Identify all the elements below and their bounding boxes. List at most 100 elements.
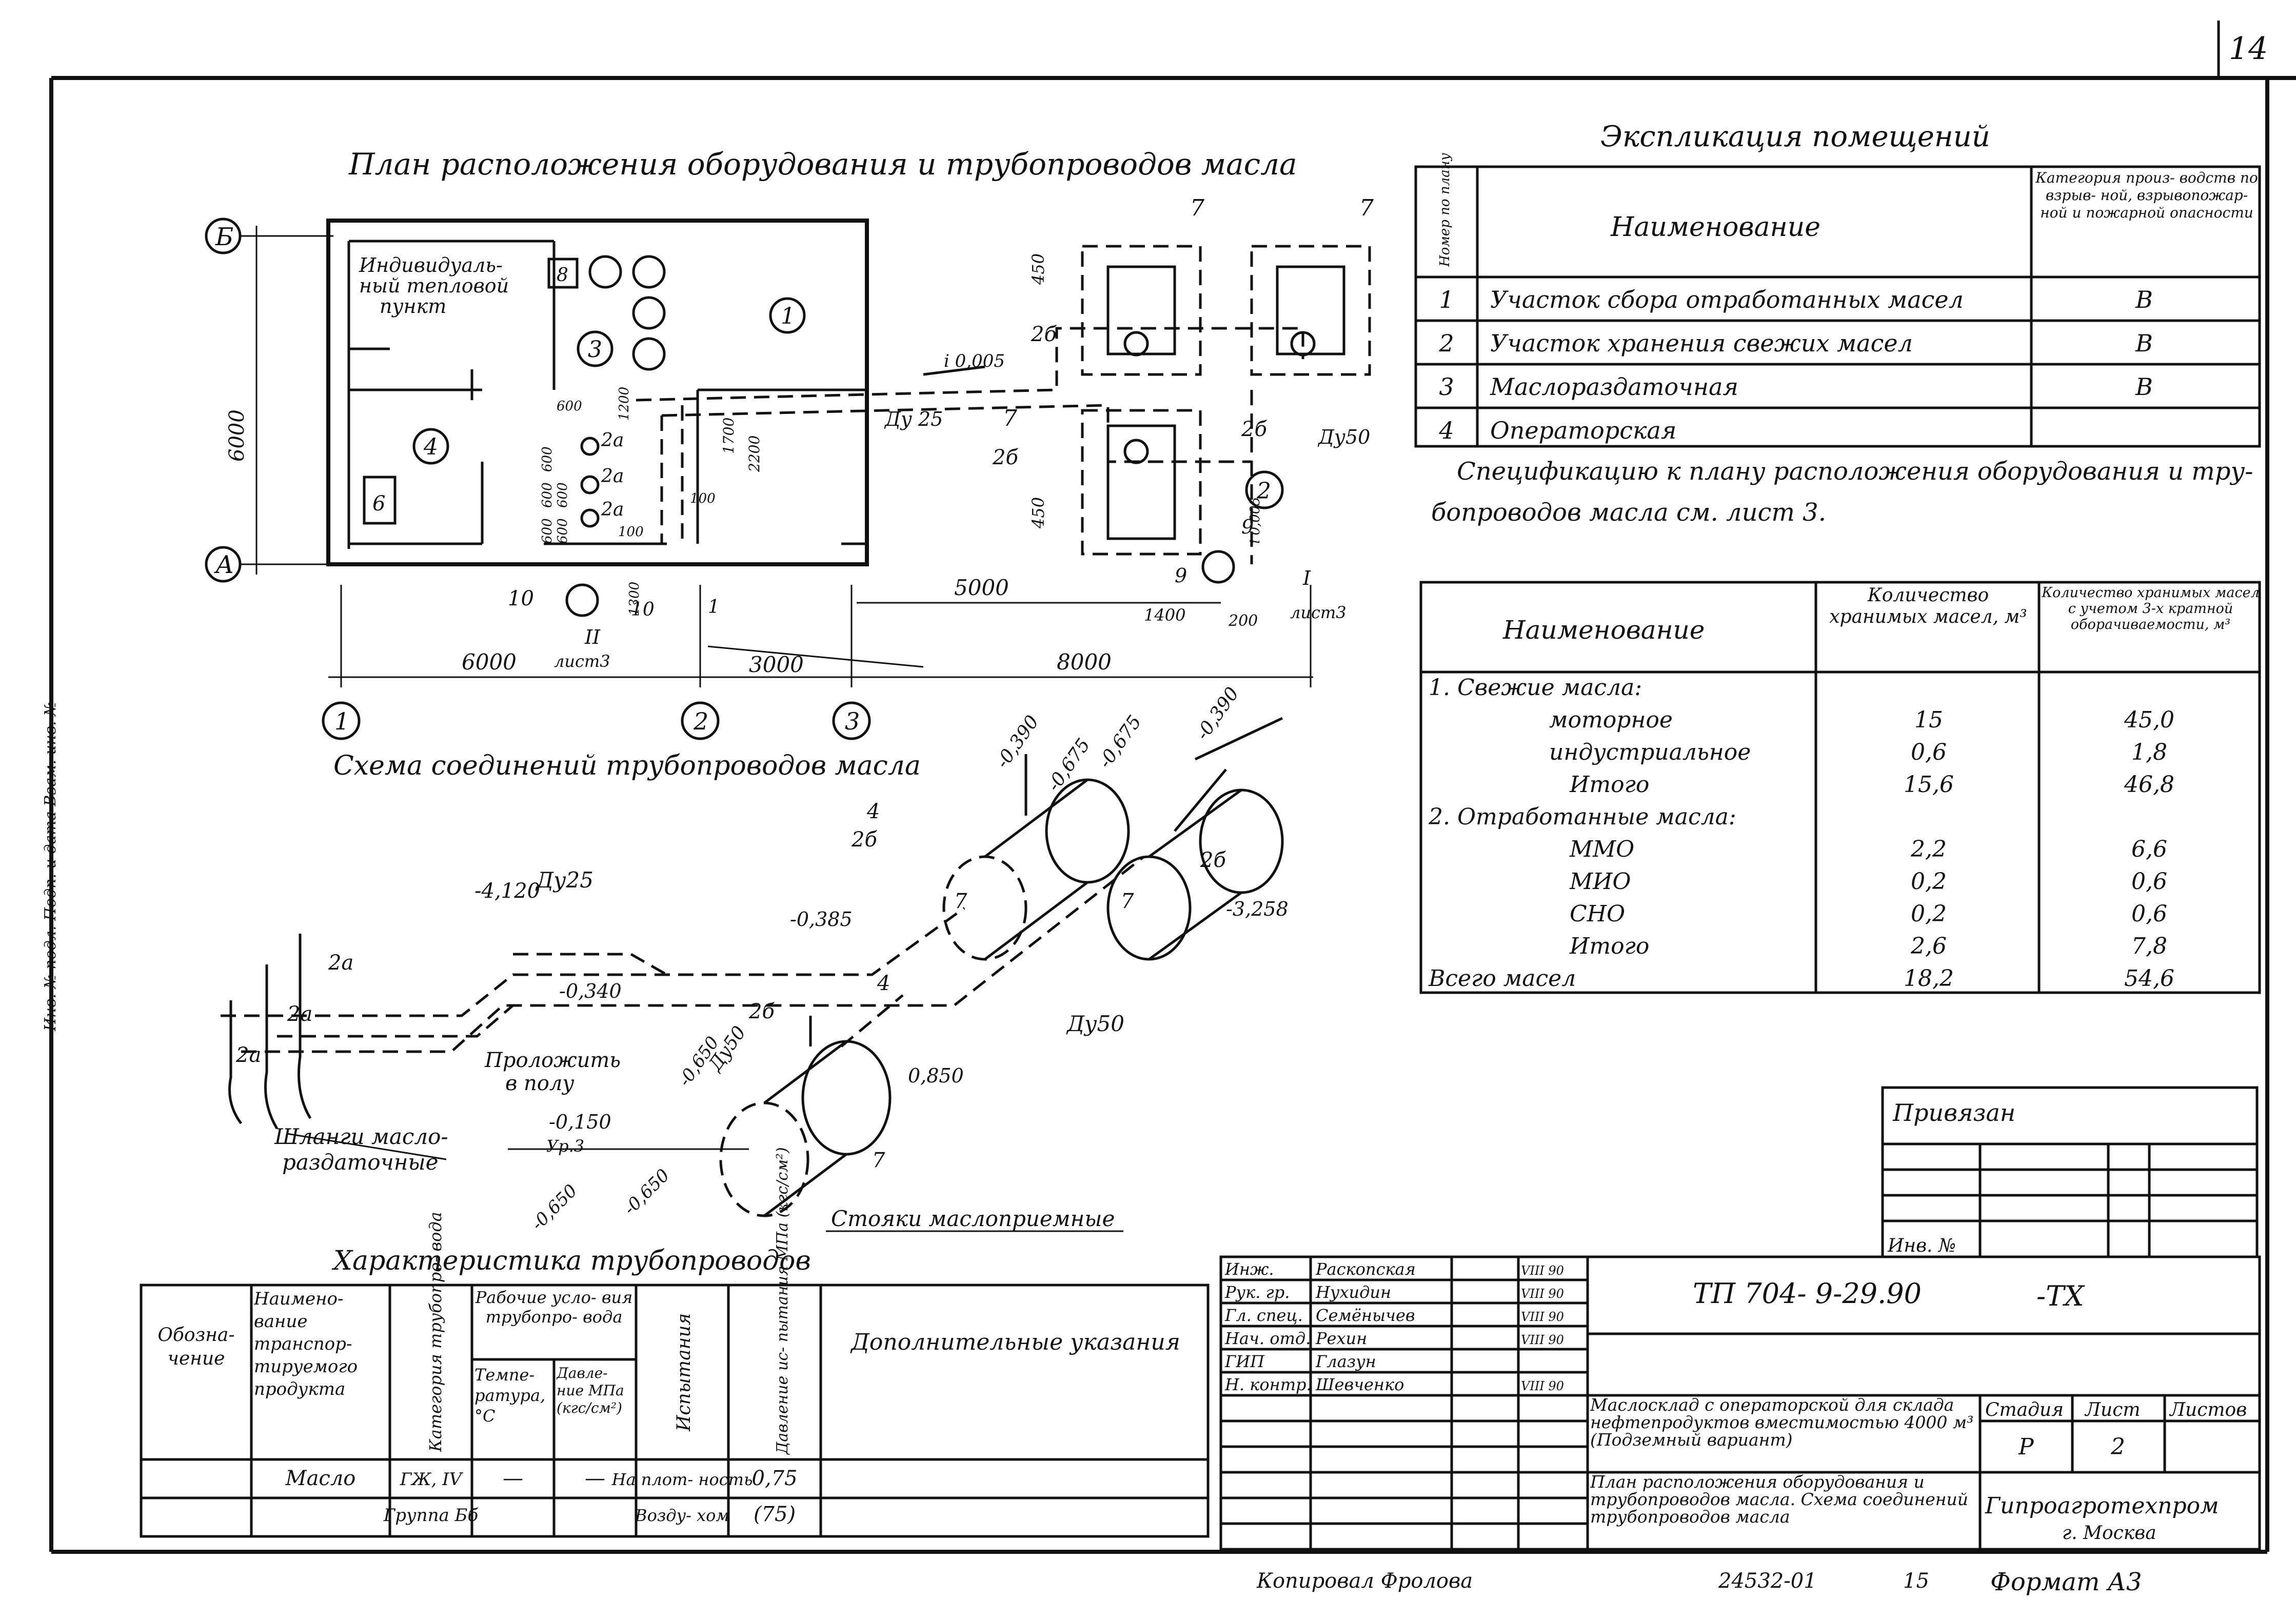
axis-a-bubble: [205, 546, 242, 583]
oil-row-qty3: 0,6: [2131, 901, 2167, 927]
equipment-8: [547, 258, 579, 289]
label-4: 4: [866, 800, 880, 823]
dim-600: 600: [540, 518, 555, 544]
label-2b: 2б: [992, 446, 1018, 469]
pipes-header-test: Испытания: [674, 1313, 695, 1432]
lay-label-2: в полу: [505, 1072, 575, 1095]
du50-label: Ду50: [1317, 426, 1370, 448]
exp-row-category: В: [2135, 329, 2153, 357]
label-I: I: [1302, 567, 1311, 589]
stamp-name: Раскопская: [1315, 1259, 1416, 1279]
label-4: 4: [877, 972, 890, 995]
room-3-label: 3: [588, 337, 602, 363]
stamp-date: VIII 90: [1521, 1379, 1564, 1393]
exp-header-name: Наименование: [1610, 212, 1820, 243]
oil-row-name: Итого: [1569, 933, 1649, 959]
label-2a: 2а: [328, 951, 353, 975]
drain-well: [1201, 550, 1235, 584]
axis-a-label: А: [214, 550, 234, 579]
axis-3-label: 3: [845, 707, 860, 735]
doc-code: ТП 704- 9-29.90: [1693, 1277, 1922, 1310]
stamp-date: VIII 90: [1521, 1287, 1564, 1301]
building-outline: [326, 219, 869, 566]
oil-row-qty: 2,2: [1910, 836, 1947, 862]
tank-body: [1276, 265, 1345, 356]
oil-row-qty: 0,6: [1911, 739, 1947, 765]
dim-450: 450: [1028, 497, 1048, 529]
slope-label: i 0,005: [1248, 497, 1263, 544]
dispenser-post: [580, 475, 600, 495]
tank-circle: [632, 255, 666, 289]
oil-row-name: СНО: [1570, 901, 1625, 927]
pipe-iso: [221, 906, 965, 1017]
axis-2-bubble: [681, 701, 720, 740]
sheets-header: Листов: [2169, 1399, 2247, 1420]
exp-row-name: Маслораздаточная: [1490, 373, 1738, 401]
exp-header-num: Номер по плану: [1437, 153, 1453, 267]
label-2b: 2б: [1031, 323, 1057, 346]
hose: [228, 1000, 243, 1124]
elev-0390: -0,390: [992, 712, 1043, 772]
hose-label-2: раздаточные: [282, 1150, 438, 1175]
axis-1-label: 1: [334, 707, 349, 735]
pipe-row-test: Возду- хом: [635, 1506, 729, 1525]
room-8-label: 8: [557, 265, 568, 286]
tank-body: [1106, 265, 1176, 356]
pipe-iso: [277, 1004, 514, 1038]
label-7: 7: [872, 1149, 885, 1172]
oil-row-name: моторное: [1549, 707, 1673, 733]
stamp-name: Рехин: [1315, 1329, 1367, 1348]
oil-row-qty3: 46,8: [2124, 772, 2174, 798]
tank-cylinder: [719, 1040, 892, 1217]
elev-0850: 0,850: [908, 1064, 964, 1087]
pipe-row-product: Масло: [285, 1467, 356, 1490]
dim-1200: 1200: [617, 387, 632, 421]
margin-stamp: Инв. № подл. Подп. и дата Взам. инв. №: [42, 702, 60, 1032]
sheet-format: Формат А3: [1990, 1568, 2142, 1596]
tank-pit: [1081, 245, 1202, 376]
exp-row-num: 3: [1439, 373, 1454, 401]
oil-header-qty: Количество хранимых масел, м³: [1829, 585, 2027, 627]
label-1: 1: [708, 597, 720, 618]
du25-label: Ду 25: [884, 408, 943, 430]
dim-600: 600: [557, 399, 582, 414]
spec-note-2: бопроводов масла см. лист 3.: [1431, 498, 1826, 527]
drain-well: [565, 583, 599, 617]
axis-3-bubble: [832, 701, 871, 740]
oil-table: Наименование Количество хранимых масел, …: [1419, 581, 2261, 994]
sheet-frame: 1 4 Инв. № подл. Подп. и дата Взам. инв. …: [42, 21, 2296, 1554]
room-6-label: 6: [372, 492, 385, 516]
pipe-row-temp: —: [503, 1467, 523, 1490]
label-7: 7: [1190, 195, 1204, 221]
stamp-role: Гл. спец.: [1224, 1306, 1303, 1325]
sheet-ref: лист3: [1290, 603, 1347, 622]
elev-0150: -0,150: [549, 1111, 611, 1133]
dim-1400: 1400: [1144, 605, 1185, 625]
dim-600: 600: [555, 518, 570, 544]
label-2b: 2б: [1241, 418, 1267, 441]
pipe-row-pressure: —: [585, 1467, 605, 1490]
org-name: Гипроагротехпром: [1985, 1493, 2219, 1519]
pipes-header-temp: Темпе- ратура, °С: [474, 1365, 546, 1426]
room-1-bubble: [769, 297, 806, 334]
tank-body: [1106, 424, 1176, 540]
oil-row-name: МИО: [1569, 868, 1631, 895]
label-10: 10: [631, 599, 655, 620]
oil-header-qty3: Количество хранимых масел с учетом 3-х к…: [2042, 585, 2260, 633]
pipes-header-desig: Обозна- чение: [157, 1325, 235, 1369]
room-4-label: 4: [423, 434, 438, 460]
label-9: 9: [1175, 564, 1187, 587]
oil-row-name: ММО: [1569, 836, 1634, 862]
object-name: Маслосклад с операторской для склада неф…: [1590, 1396, 1974, 1450]
stamp-name: Нухидин: [1315, 1282, 1391, 1302]
tank-circle: [588, 255, 622, 289]
oil-row-qty: 15: [1914, 707, 1943, 733]
pipe-row-category: ГЖ, IV: [400, 1469, 464, 1490]
axis-2-label: 2: [693, 707, 708, 735]
pipes-header-press: Давле- ние МПа (кгс/см²): [557, 1365, 624, 1416]
pipe-iso: [513, 953, 668, 976]
itp-label-1: Индивидуаль-: [359, 254, 503, 277]
stamp-name: Шевченко: [1315, 1375, 1404, 1394]
